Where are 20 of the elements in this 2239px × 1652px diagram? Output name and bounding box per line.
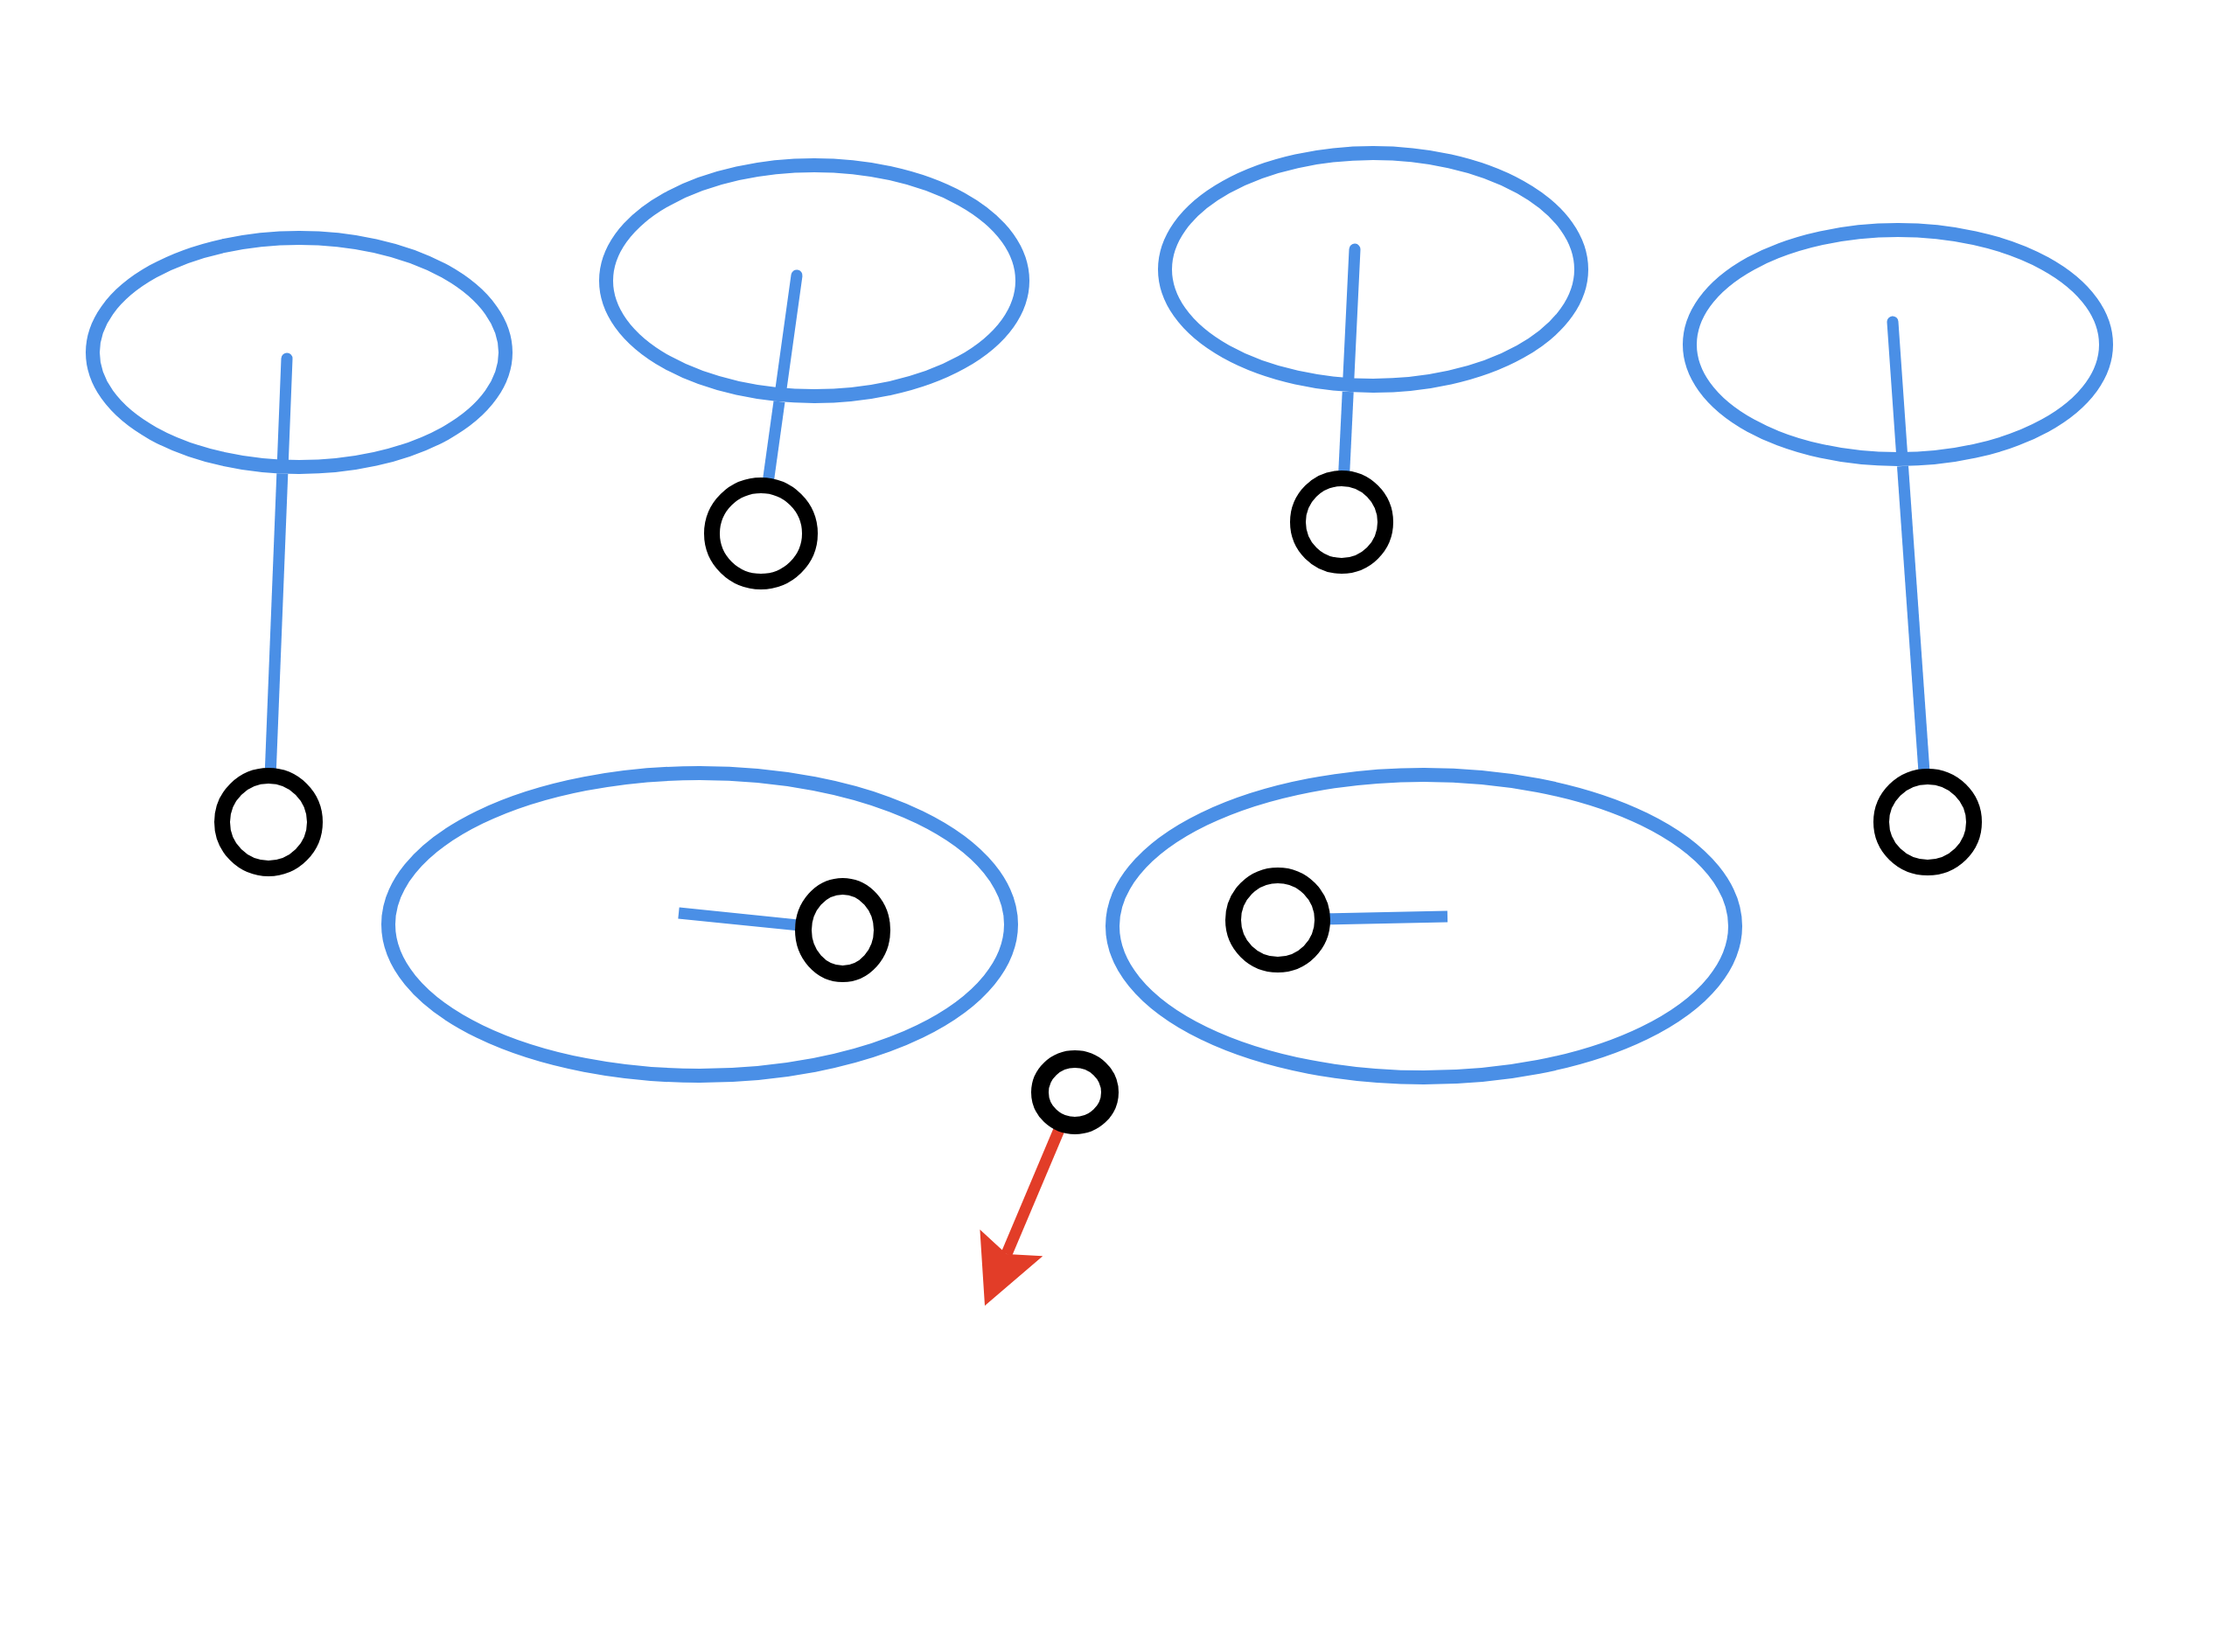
circle-marker: [704, 477, 818, 589]
circle-marker: [1290, 471, 1393, 574]
circle-marker: [794, 877, 890, 982]
connector-line: [763, 401, 785, 480]
ellipse-outline: [86, 231, 513, 474]
circle-marker: [214, 768, 323, 876]
circle-marker: [1225, 868, 1330, 972]
connector-line: [1329, 910, 1448, 925]
connector-line: [1897, 465, 1930, 770]
ellipse-outline: [381, 766, 1018, 1083]
ellipse-outline: [1106, 768, 1742, 1084]
connector-line: [1338, 391, 1354, 472]
ellipse-outline: [1158, 146, 1588, 393]
circle-marker: [1873, 769, 1982, 875]
arrow: [980, 1128, 1064, 1306]
ellipse-outline: [599, 158, 1029, 403]
circle-marker: [1031, 1050, 1119, 1134]
ellipse-outline: [1683, 223, 2113, 466]
connector-line: [264, 473, 289, 770]
connector-line: [678, 907, 797, 931]
